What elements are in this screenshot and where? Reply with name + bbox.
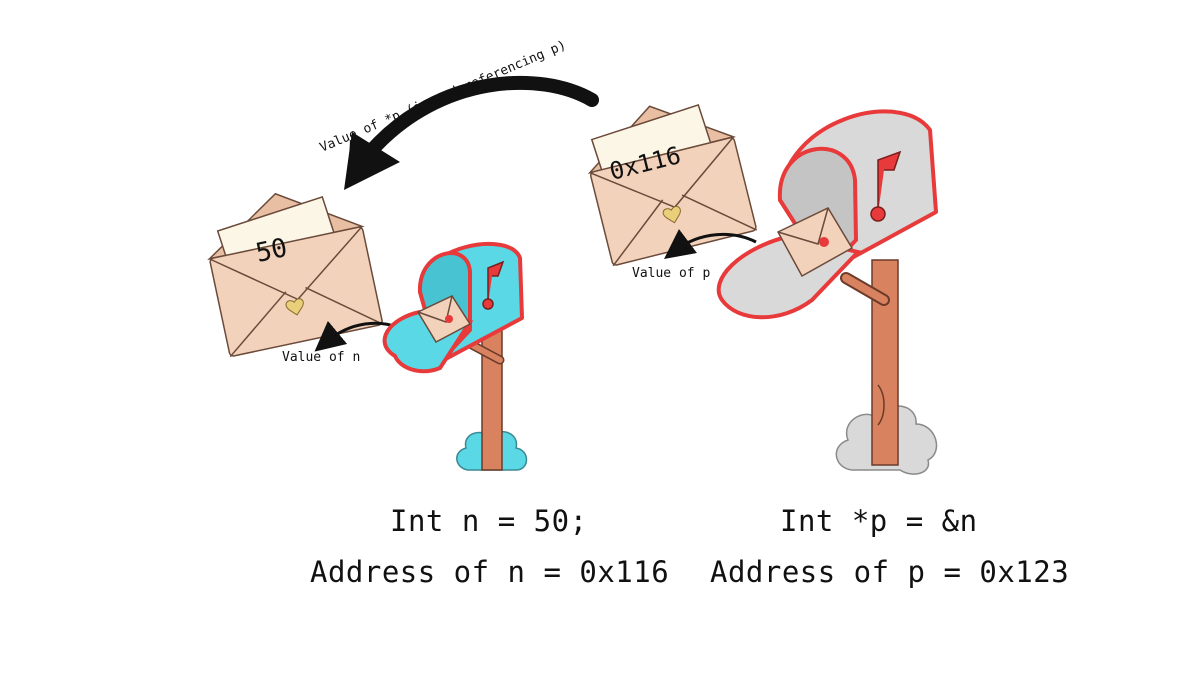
- letter-n-value: 50: [253, 233, 290, 269]
- n-declaration: Int n = 50;: [390, 504, 588, 538]
- mailbox-p-icon: [716, 109, 938, 475]
- n-address: Address of n = 0x116: [310, 555, 670, 589]
- value-of-p-label: Value of p: [632, 266, 711, 281]
- value-of-n-label: Value of n: [282, 350, 361, 365]
- mailbox-n-icon: [382, 242, 528, 471]
- value-of-p-arrow-icon: [663, 229, 757, 259]
- p-declaration: Int *p = &n: [780, 504, 978, 538]
- envelope-p-icon: [587, 104, 758, 267]
- dereference-arrow-icon: [344, 75, 599, 190]
- envelope-n-icon: [207, 192, 384, 358]
- dereference-label: Value of *p (i.e. dereferencing p): [318, 38, 569, 156]
- p-address: Address of p = 0x123: [710, 555, 1070, 589]
